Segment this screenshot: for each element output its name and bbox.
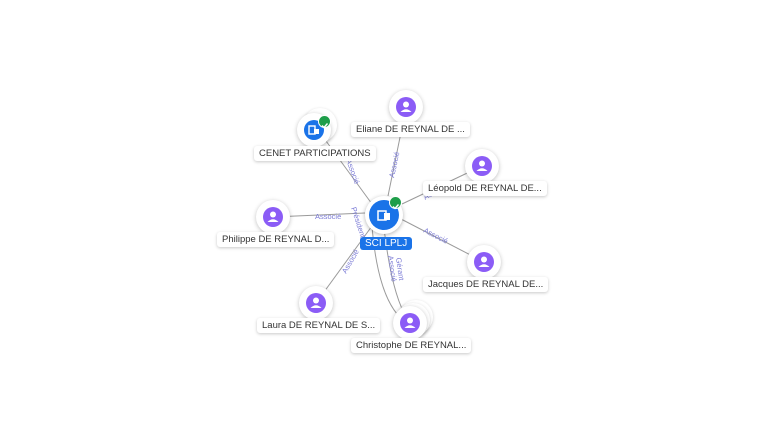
node-christophe[interactable] (393, 306, 427, 340)
edge-cenet (317, 129, 373, 205)
person-icon (400, 313, 420, 333)
node-philippe[interactable] (256, 200, 290, 234)
label-philippe[interactable]: Philippe DE REYNAL D... (217, 232, 335, 247)
person-icon (474, 252, 494, 272)
edge-label-christophe-gerant: Gérant (394, 257, 406, 282)
edge-label-jacques: Associé (422, 226, 449, 246)
label-jacques[interactable]: Jacques DE REYNAL DE... (423, 277, 549, 292)
node-eliane[interactable] (389, 90, 423, 124)
edge-label-philippe: Associé (315, 212, 341, 221)
node-laura[interactable] (299, 286, 333, 320)
verified-check-icon (318, 115, 331, 129)
label-christophe[interactable]: Christophe DE REYNAL... (351, 338, 472, 353)
person-icon (472, 156, 492, 176)
verified-check-icon (389, 196, 402, 210)
label-laura[interactable]: Laura DE REYNAL DE S... (257, 318, 381, 333)
edge-label-christophe-associe: Associé (386, 255, 399, 282)
center-label[interactable]: SCI LPLJ (360, 237, 413, 250)
edge-label-laura: Associé (340, 248, 361, 275)
label-eliane[interactable]: Eliane DE REYNAL DE ... (351, 122, 470, 137)
node-cenet[interactable] (297, 113, 331, 147)
building-icon (377, 210, 390, 221)
edge-label-cenet: Associé (344, 158, 361, 186)
node-leopold[interactable] (465, 149, 499, 183)
edge-label-eliane: Associé (387, 151, 401, 179)
person-icon (306, 293, 326, 313)
label-cenet[interactable]: CENET PARTICIPATIONS (254, 146, 376, 161)
node-jacques[interactable] (467, 245, 501, 279)
label-leopold[interactable]: Léopold DE REYNAL DE... (423, 181, 547, 196)
center-node[interactable] (365, 196, 403, 234)
person-icon (396, 97, 416, 117)
person-icon (263, 207, 283, 227)
